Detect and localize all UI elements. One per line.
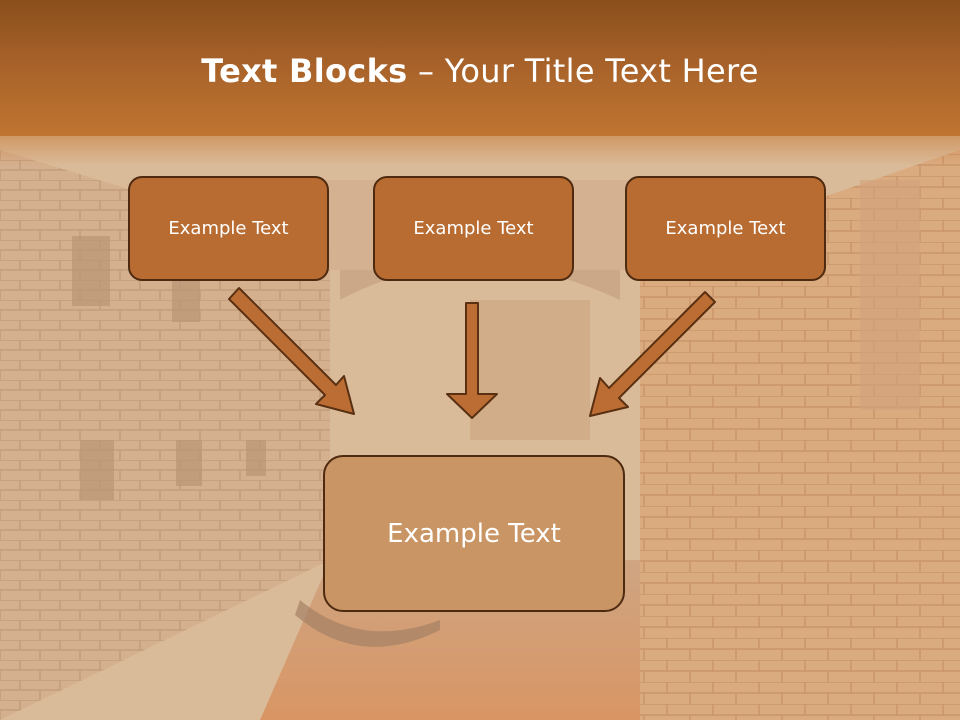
- text-block-right[interactable]: Example Text: [625, 176, 826, 281]
- text-block-bottom-label: Example Text: [387, 518, 561, 549]
- slide-title-bold: Text Blocks: [201, 52, 408, 90]
- text-block-bottom[interactable]: Example Text: [323, 455, 625, 612]
- text-block-left-label: Example Text: [168, 218, 289, 239]
- text-block-right-label: Example Text: [665, 218, 786, 239]
- text-block-center[interactable]: Example Text: [373, 176, 574, 281]
- title-bar: [0, 0, 960, 136]
- title-bar-fade: [0, 136, 960, 166]
- slide-title: Text Blocks – Your Title Text Here: [0, 52, 960, 90]
- text-block-center-label: Example Text: [413, 218, 534, 239]
- slide-title-rest: – Your Title Text Here: [407, 52, 759, 90]
- text-block-left[interactable]: Example Text: [128, 176, 329, 281]
